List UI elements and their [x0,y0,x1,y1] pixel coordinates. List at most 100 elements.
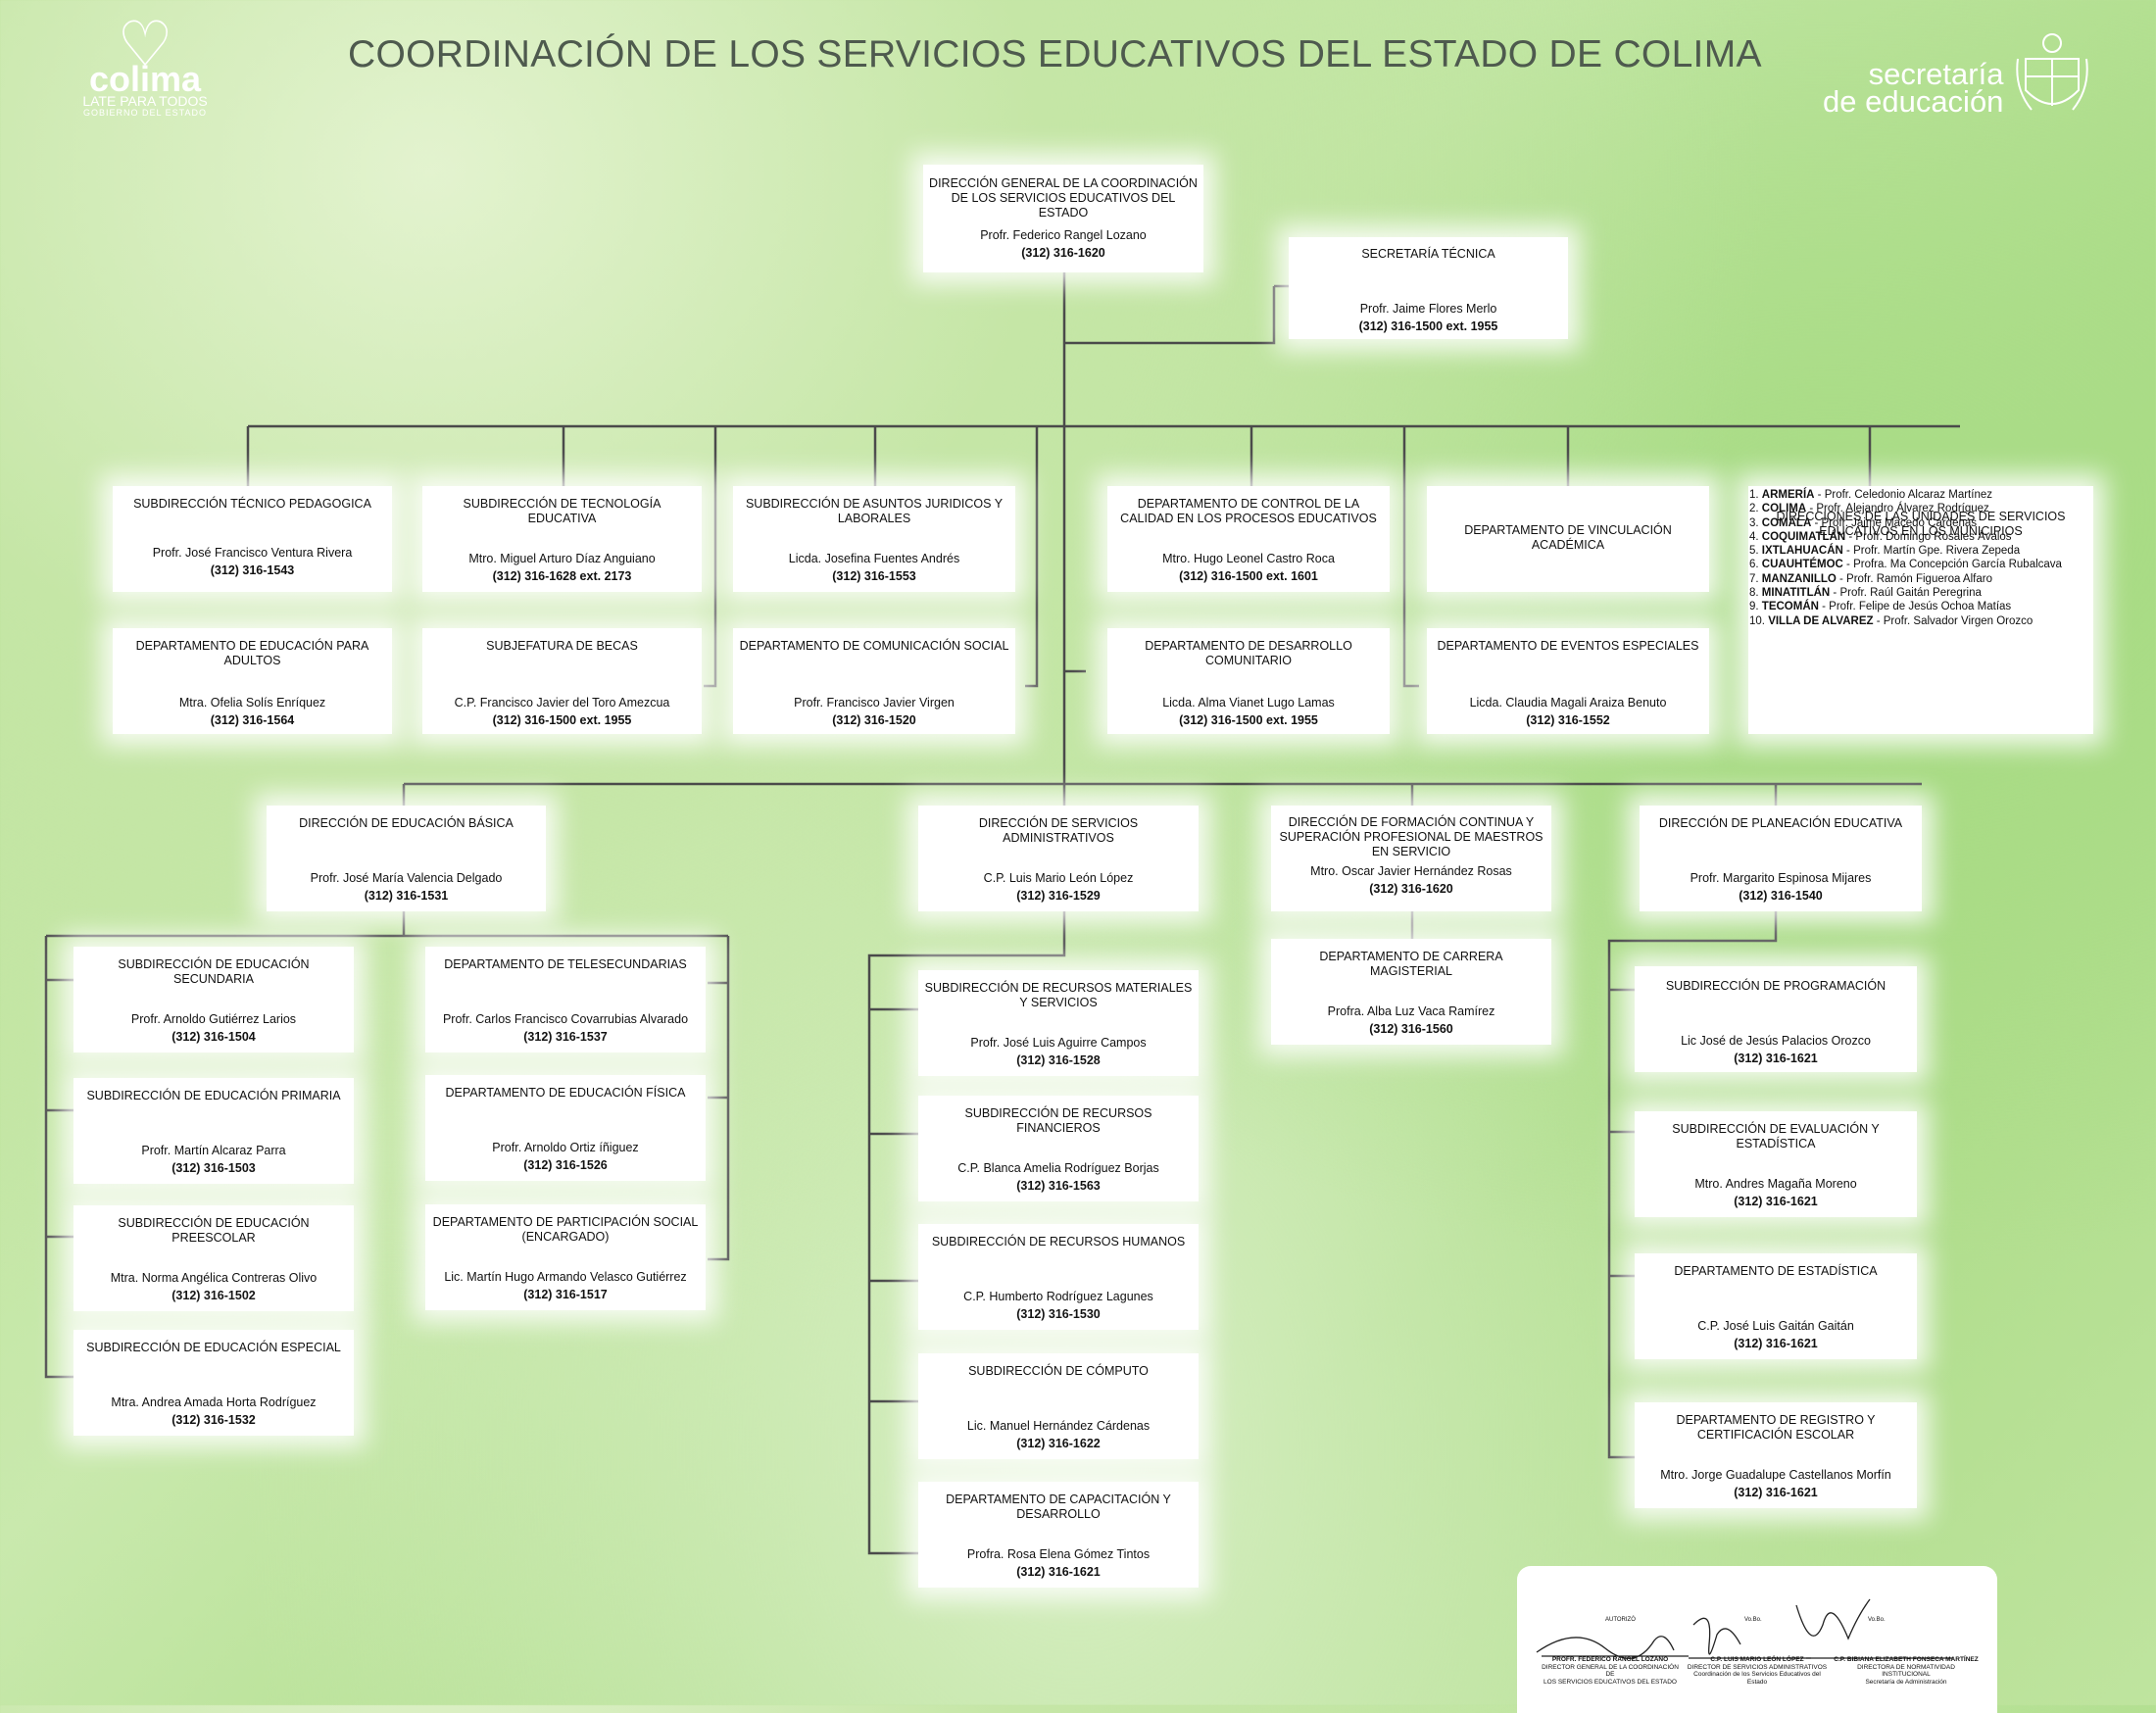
signature-line2: Coordinación de los Servicios Educativos… [1693,1671,1821,1686]
municipio-item: 9. TECOMÁN - Profr. Felipe de Jesús Ocho… [1749,600,2094,613]
box-title: DIRECCIÓN GENERAL DE LA COORDINACIÓN DE … [929,176,1198,220]
municipio-item: 10. VILLA DE ALVAREZ - Profr. Salvador V… [1749,614,2094,628]
municipio-item: 3. COMALA - Profr. Jaime Macedo Cárdenas [1749,516,2094,530]
municipios-list: 1. ARMERÍA - Profr. Celedonio Alcaraz Ma… [1749,488,2094,628]
municipio-item: 8. MINATITLÁN - Profr. Raúl Gaitán Pereg… [1749,586,2094,600]
box-person: C.P. Blanca Amelia Rodríguez Borjas [957,1161,1159,1175]
municipio-number: 5. [1749,545,1762,558]
box-title: DIRECCIÓN DE FORMACIÓN CONTINUA Y SUPERA… [1279,815,1544,858]
org-box-formacion-continua: DIRECCIÓN DE FORMACIÓN CONTINUA Y SUPERA… [1271,806,1551,911]
box-person: Licda. Claudia Magali Araiza Benuto [1469,696,1667,710]
box-title: DEPARTAMENTO DE EVENTOS ESPECIALES [1437,639,1699,653]
org-box-direccion-general: DIRECCIÓN GENERAL DE LA COORDINACIÓN DE … [923,165,1203,272]
box-person: Mtra. Andrea Amada Horta Rodríguez [111,1395,317,1409]
signature-name: PROFR. FEDERICO RANGEL LOZANO [1551,1656,1669,1663]
signature-line1: DIRECTORA DE NORMATIVIDAD INSTITUCIONAL [1857,1663,1955,1679]
box-phone: (312) 316-1526 [523,1158,608,1172]
org-box-programacion: SUBDIRECCIÓN DE PROGRAMACIÓN Lic José de… [1635,966,1917,1072]
municipio-director: - Profra. Ma Concepción García Rubalcava [1842,559,2062,571]
box-title: DEPARTAMENTO DE TELESECUNDARIAS [444,957,687,971]
box-title: SUBDIRECCIÓN DE EDUCACIÓN SECUNDARIA [118,957,310,986]
box-person: Profr. Arnoldo Gutiérrez Larios [130,1012,297,1026]
signature-block: C.P. LUIS MARIO LEÓN LÓPEZ DIRECTOR DE S… [1684,1656,1831,1686]
org-box-telesecundarias: DEPARTAMENTO DE TELESECUNDARIAS Profr. C… [425,947,706,1052]
signature-scribbles [1536,1598,1953,1659]
municipio-director: - Profr. Alejandro Álvarez Rodríguez [1806,503,1989,515]
org-box-subdireccion-tecnologia: SUBDIRECCIÓN DE TECNOLOGÍA EDUCATIVA Mtr… [422,486,702,592]
signature-line1: DIRECTOR DE SERVICIOS ADMINISTRATIVOS [1687,1663,1828,1671]
box-title: SUBDIRECCIÓN TÉCNICO PEDAGOGICA [133,497,371,511]
municipio-director: - Profr. Felipe de Jesús Ochoa Matías [1818,601,2012,613]
municipio-number: 6. [1749,559,1762,571]
logo-right-line1: secretaría [1868,57,2004,91]
municipio-number: 4. [1749,530,1762,543]
logo-tagline: LATE PARA TODOS [82,93,208,109]
box-person: C.P. Francisco Javier del Toro Amezcua [454,696,670,710]
box-phone: (312) 316-1620 [1369,882,1453,896]
box-title: SUBDIRECCIÓN DE CÓMPUTO [968,1364,1149,1378]
box-person: Licda. Josefina Fuentes Andrés [788,552,960,565]
box-person: Profr. Martín Alcaraz Parra [141,1144,286,1157]
signature-block: C.P. BIBIANA ELIZABETH FONSECA MARTÍNEZ … [1833,1656,1980,1686]
box-title: SUBDIRECCIÓN DE EDUCACIÓN ESPECIAL [86,1341,341,1354]
municipio-item: 1. ARMERÍA - Profr. Celedonio Alcaraz Ma… [1749,488,2094,502]
municipio-name: COMALA [1761,516,1812,529]
box-person: Mtro. Andres Magaña Moreno [1694,1177,1857,1191]
box-phone: (312) 316-1500 ext. 1955 [1358,319,1498,333]
org-box-educacion-secundaria: SUBDIRECCIÓN DE EDUCACIÓN SECUNDARIA Pro… [74,947,354,1052]
org-box-registro-certificacion: DEPARTAMENTO DE REGISTRO Y CERTIFICACIÓN… [1635,1402,1917,1508]
box-title: DIRECCIÓN DE EDUCACIÓN BÁSICA [299,816,514,830]
box-phone: (312) 316-1563 [1016,1179,1101,1193]
org-box-educacion-fisica: DEPARTAMENTO DE EDUCACIÓN FÍSICA Profr. … [425,1075,706,1181]
box-phone: (312) 316-1621 [1734,1195,1818,1208]
municipio-item: 7. MANZANILLO - Profr. Ramón Figueroa Al… [1749,572,2094,586]
box-title: SUBDIRECCIÓN DE TECNOLOGÍA EDUCATIVA [463,497,662,525]
box-title: SUBDIRECCIÓN DE RECURSOS MATERIALES Y SE… [924,981,1193,1009]
box-person: Profr. Margarito Espinosa Mijares [1690,871,1872,885]
municipio-director: - Profr. Raúl Gaitán Peregrina [1830,587,1982,600]
box-phone: (312) 316-1620 [1021,246,1105,260]
box-phone: (312) 316-1500 ext. 1601 [1179,569,1318,583]
municipio-number: 9. [1749,601,1762,613]
municipio-name: VILLA DE ALVAREZ [1768,614,1874,627]
municipio-number: 2. [1749,503,1762,515]
org-box-servicios-administrativos: DIRECCIÓN DE SERVICIOS ADMINISTRATIVOS C… [918,806,1199,911]
box-person: Mtro. Miguel Arturo Díaz Anguiano [468,552,656,565]
secretaria-logo: secretaría de educación [1823,57,2004,117]
box-title: DEPARTAMENTO DE CONTROL DE LA CALIDAD EN… [1120,497,1377,525]
box-person: Mtra. Norma Angélica Contreras Olivo [110,1271,318,1285]
municipio-director: - Profr. Domingo Rosales Ávalos [1845,530,2012,543]
box-title: DIRECCIÓN DE PLANEACIÓN EDUCATIVA [1658,816,1903,830]
box-person: C.P. Luis Mario León López [983,871,1134,885]
box-phone: (312) 316-1504 [172,1030,256,1044]
municipio-director: - Profr. Martín Gpe. Rivera Zepeda [1842,545,2021,558]
box-phone: (312) 316-1537 [523,1030,608,1044]
box-person: Profr. José María Valencia Delgado [310,871,503,885]
municipio-director: - Profr. Ramón Figueroa Alfaro [1836,572,1992,585]
box-title: DEPARTAMENTO DE VINCULACIÓN ACADÉMICA [1464,523,1672,552]
municipio-director: - Profr. Salvador Virgen Orozco [1873,614,2034,627]
org-box-educacion-preescolar: SUBDIRECCIÓN DE EDUCACIÓN PREESCOLAR Mtr… [74,1205,354,1311]
box-person: Mtra. Ofelia Solís Enríquez [178,696,326,710]
box-phone: (312) 316-1540 [1739,889,1823,903]
box-person: Lic José de Jesús Palacios Orozco [1681,1034,1871,1048]
box-title: DIRECCIONES DE LAS UNIDADES DE SERVICIOS… [1776,510,2066,538]
org-box-recursos-financieros: SUBDIRECCIÓN DE RECURSOS FINANCIEROS C.P… [918,1096,1199,1201]
municipio-name: MINATITLÁN [1761,587,1831,600]
box-title: SUBDIRECCIÓN DE EDUCACIÓN PREESCOLAR [118,1216,310,1245]
org-box-vinculacion-academica: DEPARTAMENTO DE VINCULACIÓN ACADÉMICA [1427,486,1709,592]
signature-line2: LOS SERVICIOS EDUCATIVOS DEL ESTADO [1544,1678,1677,1686]
org-box-estadistica: DEPARTAMENTO DE ESTADÍSTICA C.P. José Lu… [1635,1253,1917,1359]
municipio-number: 10. [1749,614,1769,627]
municipio-item: 2. COLIMA - Profr. Alejandro Álvarez Rod… [1749,502,2094,515]
box-title: DEPARTAMENTO DE EDUCACIÓN PARA ADULTOS [135,639,369,667]
municipio-name: CUAUHTÉMOC [1761,559,1843,571]
box-phone: (312) 316-1530 [1016,1307,1101,1321]
box-phone: (312) 316-1621 [1734,1052,1818,1065]
state-crest-icon [2016,33,2088,111]
municipio-name: IXTLAHUACÁN [1761,545,1843,558]
signature-line1: DIRECTOR GENERAL DE LA COORDINACIÓN DE [1542,1663,1679,1679]
box-title: SUBDIRECCIÓN DE RECURSOS FINANCIEROS [964,1106,1152,1135]
box-phone: (312) 316-1503 [172,1161,256,1175]
org-box-becas: SUBJEFATURA DE BECAS C.P. Francisco Javi… [422,628,702,734]
